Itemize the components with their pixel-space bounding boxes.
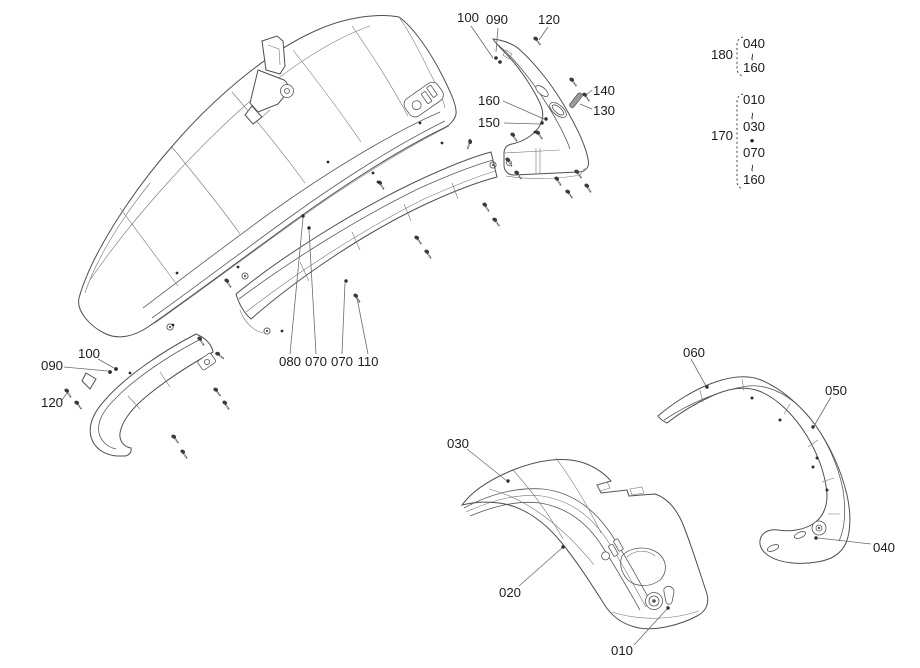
fender-hinge-bracket [244,35,294,125]
screw-icon [412,234,425,245]
part-front-fender-panel [78,15,457,338]
callout-label: 100 [457,10,479,25]
screw-icon [72,399,85,410]
callout-label: 120 [538,12,560,27]
screw-icon [177,447,191,460]
screw-icon [213,350,226,360]
part-arch-edge-trim [657,376,851,564]
callout-label: 090 [41,358,63,373]
callout-label: 140 [593,83,615,98]
callout-label: 160 [478,93,500,108]
legend-item: 030 [743,119,765,134]
screw-icon [221,276,235,289]
callout-label: 020 [499,585,521,600]
screw-icon [169,433,182,444]
callout-label: 150 [478,115,500,130]
callout-label: 050 [825,383,847,398]
screw-icon [211,386,224,397]
legend: 180 040 ~ 160 170 010 ~ 030 • 070 ~ 160 [711,36,765,190]
screw-icon [421,247,435,260]
clip-part-130 [569,92,583,109]
range-tilde: ~ [745,53,760,61]
callout-label: 120 [41,395,63,410]
callout-target-dots [108,56,829,610]
callout-label: 110 [357,354,378,369]
fender-badge-detail [403,81,444,118]
callout-label: 070 [331,354,353,369]
legend-item: 040 [743,36,765,51]
screw-icon [551,174,565,187]
screw-icon [567,76,580,87]
screw-icon [581,181,595,194]
list-dot: • [750,133,755,148]
callout-labels: 100 090 120 160 150 140 130 100 090 120 … [41,10,895,658]
screw-icon [465,137,475,150]
callout-label: 010 [611,643,633,658]
range-tilde: ~ [745,112,760,120]
callout-label: 100 [78,346,100,361]
callout-label: 030 [447,436,469,451]
fasteners-layer [61,35,595,460]
screw-icon [563,188,576,199]
legend-item: 160 [743,60,765,75]
rear-fender-badge [601,538,624,561]
screw-icon [61,386,75,399]
legend-group-label: 180 [711,47,733,62]
callout-label: 070 [305,354,327,369]
callout-label: 080 [279,354,301,369]
screw-icon [479,200,493,213]
callout-label: 040 [873,540,895,555]
grommet-icon [241,272,249,280]
callout-label: 130 [593,103,615,118]
part-corner-trim-left [81,333,217,457]
callout-label: 060 [683,345,705,360]
screw-icon [490,216,503,227]
screw-icon [507,130,521,143]
legend-item: 010 [743,92,765,107]
callout-label: 090 [486,12,508,27]
legend-item: 070 [743,145,765,160]
leader-lines [61,25,872,646]
part-rear-fender-assembly [460,457,709,630]
legend-group-label: 170 [711,128,733,143]
range-tilde: ~ [745,164,760,172]
legend-item: 160 [743,172,765,187]
grommet-icon [263,327,271,335]
screw-icon [219,398,233,411]
part-molding-strip [235,151,498,334]
